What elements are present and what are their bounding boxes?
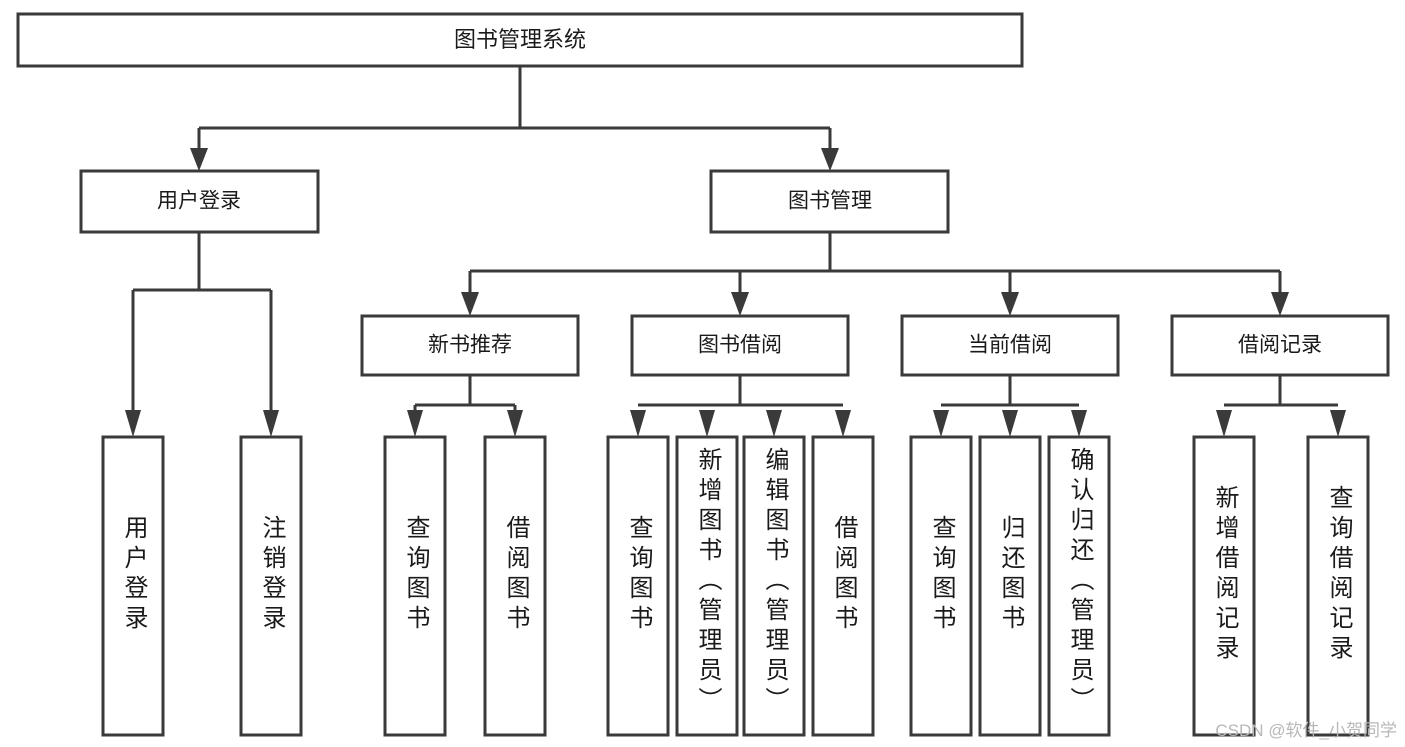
node-current-borrow-label: 当前借阅 [968, 334, 1052, 357]
node-new-book-recommend[interactable]: 新书推荐 [360, 314, 580, 377]
node-user-login-box[interactable] [79, 169, 320, 234]
arrow-head-newbook-0 [407, 410, 423, 437]
arrow-head-newbook-1 [507, 410, 523, 437]
leaf-box-bookborrow-1[interactable] [675, 435, 739, 737]
connector-borrow-record-to-leaves [1216, 375, 1346, 437]
leaf-box-currentborrow-2[interactable] [1047, 435, 1111, 737]
node-book-manage-label: 图书管理 [788, 190, 872, 213]
connector-book-borrow-to-leaves [630, 375, 851, 437]
node-book-manage-box[interactable] [709, 169, 950, 234]
arrow-head-currentborrow-0 [933, 410, 949, 437]
arrow-head-bookborrow-2 [766, 410, 782, 437]
connector-current-borrow-to-leaves [933, 375, 1087, 437]
arrow-head-bookborrow-1 [699, 410, 715, 437]
arrow-head-borrowrecord-1 [1330, 410, 1346, 437]
arrow-head-l3-1 [731, 292, 749, 316]
connector-new-book-to-leaves [407, 375, 523, 437]
arrow-head-bookborrow-0 [630, 410, 646, 437]
leaf-box-newbook-1[interactable] [483, 435, 547, 737]
arrow-head-currentborrow-1 [1002, 410, 1018, 437]
leaf-box-currentborrow-1[interactable] [978, 435, 1042, 737]
connector-user-login-to-leaves [125, 232, 279, 437]
arrow-head-bookborrow-3 [835, 410, 851, 437]
node-user-login-label: 用户登录 [157, 190, 241, 213]
arrow-head-l3-0 [461, 292, 479, 316]
node-book-manage[interactable]: 图书管理 [709, 169, 950, 234]
leaf-box-bookborrow-0[interactable] [606, 435, 670, 737]
leaf-box-user-login-0[interactable] [101, 435, 165, 737]
node-new-book-recommend-label: 新书推荐 [428, 334, 512, 357]
leaf-box-borrowrecord-0[interactable] [1192, 435, 1256, 737]
node-borrow-record-box[interactable] [1170, 314, 1390, 377]
leaf-box-newbook-0[interactable] [383, 435, 447, 737]
arrow-head-currentborrow-2 [1071, 410, 1087, 437]
leaf-box-currentborrow-0[interactable] [909, 435, 973, 737]
node-borrow-record-label: 借阅记录 [1238, 334, 1322, 357]
leaf-box-bookborrow-3[interactable] [811, 435, 875, 737]
node-root-label: 图书管理系统 [454, 27, 586, 52]
leaf-box-borrowrecord-1[interactable] [1306, 435, 1370, 737]
node-book-borrow-label: 图书借阅 [698, 334, 782, 357]
node-book-borrow[interactable]: 图书借阅 [630, 314, 850, 377]
node-current-borrow[interactable]: 当前借阅 [900, 314, 1120, 377]
arrow-head-l3-3 [1271, 292, 1289, 316]
arrow-head-borrowrecord-0 [1216, 410, 1232, 437]
node-root-box[interactable] [16, 12, 1024, 68]
node-new-book-recommend-box[interactable] [360, 314, 580, 377]
node-current-borrow-box[interactable] [900, 314, 1120, 377]
connector-book-manage-to-level3 [461, 232, 1289, 316]
node-user-login[interactable]: 用户登录 [79, 169, 320, 234]
arrow-head-book-manage [821, 148, 839, 171]
arrow-head-l3-2 [1001, 292, 1019, 316]
connector-root-to-level2 [190, 66, 839, 171]
arrow-head-leaf-user-login-0 [125, 410, 141, 437]
node-root[interactable]: 图书管理系统 [16, 12, 1024, 68]
leaf-box-bookborrow-2[interactable] [742, 435, 806, 737]
arrow-head-user-login [190, 148, 208, 171]
leaf-box-user-login-1[interactable] [239, 435, 303, 737]
node-borrow-record[interactable]: 借阅记录 [1170, 314, 1390, 377]
node-book-borrow-box[interactable] [630, 314, 850, 377]
arrow-head-leaf-user-login-1 [263, 410, 279, 437]
